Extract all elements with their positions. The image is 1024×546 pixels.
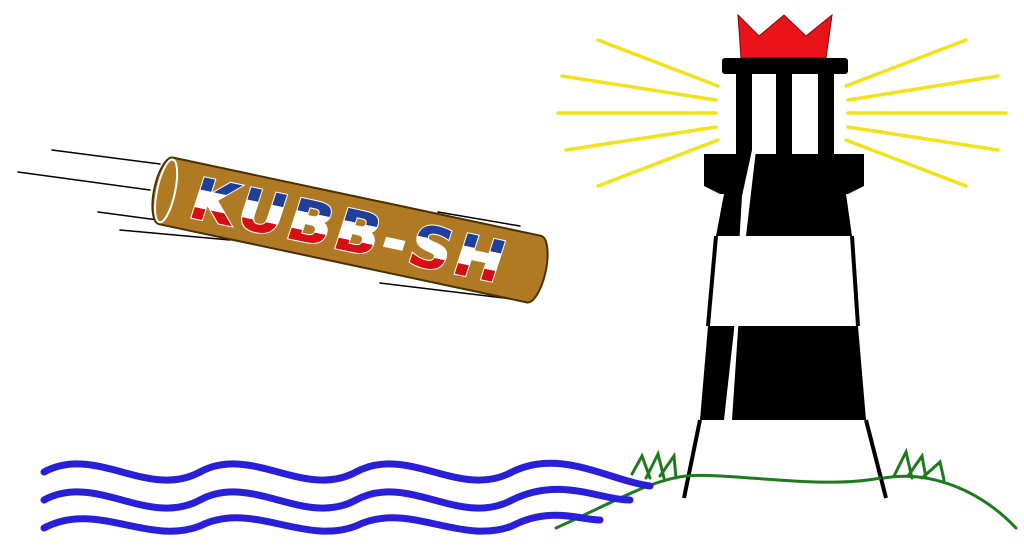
lantern-pillar-middle xyxy=(776,74,792,154)
logo-text: KUBB-SH xyxy=(182,165,518,297)
crown-icon xyxy=(737,13,833,59)
lighthouse-gallery xyxy=(704,154,864,194)
kubb-stick-icon: KUBB-SH xyxy=(151,156,549,304)
lighthouse-icon xyxy=(682,13,888,499)
lighthouse-highlight xyxy=(724,150,756,420)
stick-end-cap xyxy=(154,158,179,224)
light-rays-right xyxy=(844,38,1008,188)
light-rays-left xyxy=(556,38,720,188)
lantern-pillar-right xyxy=(818,74,834,154)
lantern-roof xyxy=(722,58,848,74)
grass-icon xyxy=(554,447,1018,530)
stick-body xyxy=(151,156,549,304)
lighthouse-band-lower xyxy=(700,326,866,420)
waves-icon xyxy=(40,459,654,535)
lantern-pillar-left xyxy=(736,74,752,154)
lighthouse-band-upper xyxy=(716,194,852,236)
